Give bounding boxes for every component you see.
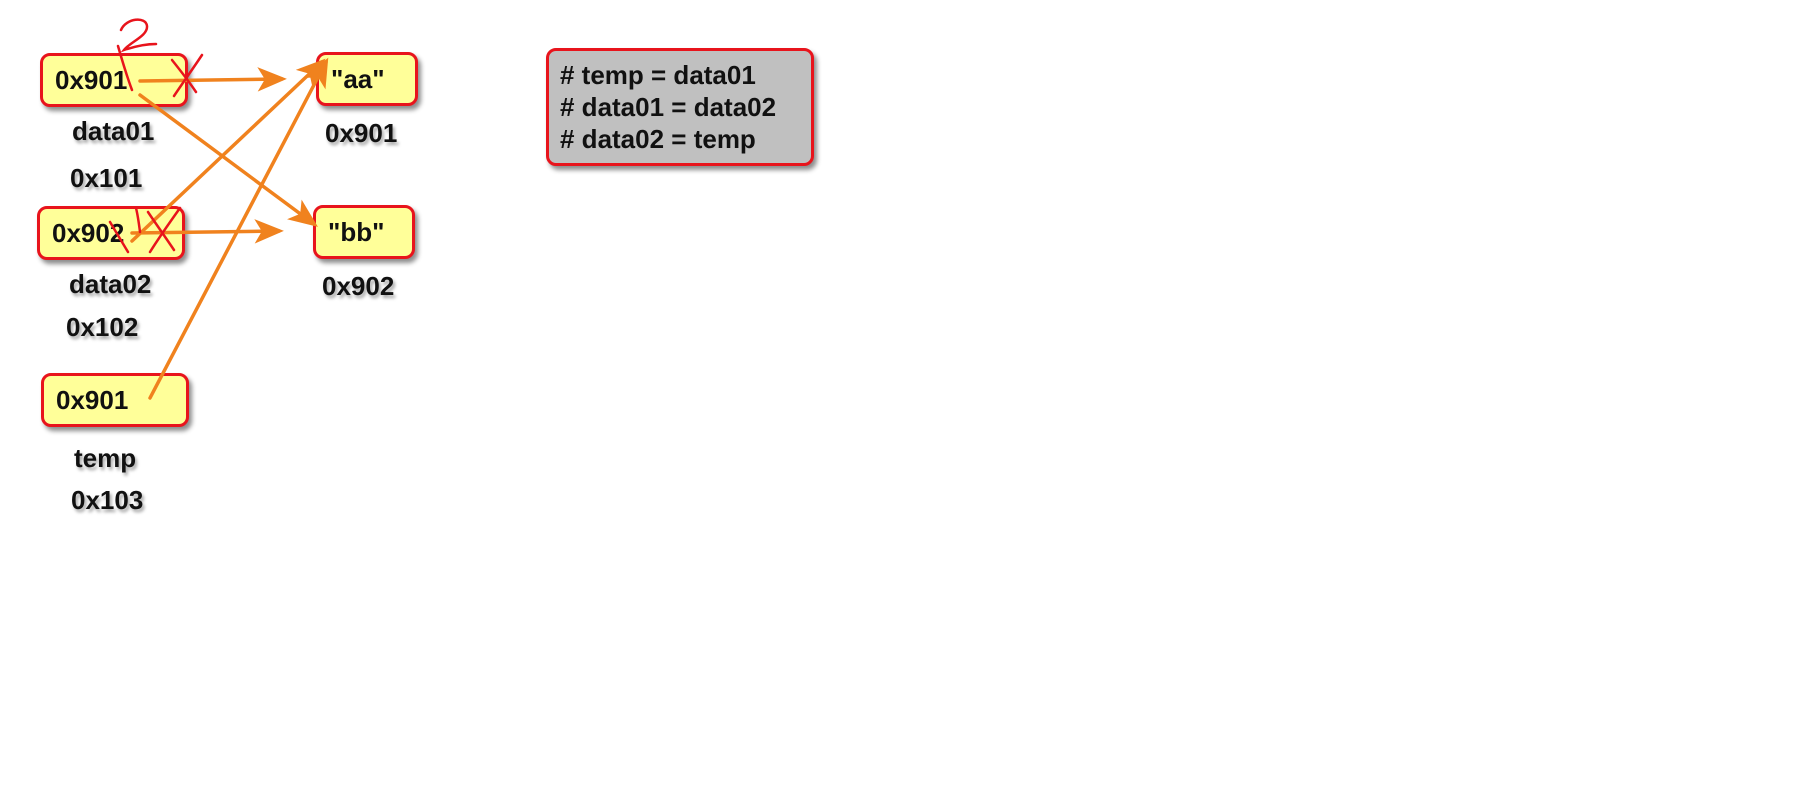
arrow-data01-to-bb [138,93,318,227]
variable-box-data01: 0x901 [40,53,188,107]
variable-value-data01: 0x901 [55,64,128,95]
object-address-aa: 0x901 [325,118,398,148]
variable-box-temp: 0x901 [41,373,189,427]
code-line-3: # data02 = temp [560,124,756,154]
step-number-two [119,18,158,53]
variable-name-data02: data02 [69,269,152,299]
variable-value-data02: 0x902 [52,217,125,248]
object-box-aa: "aa" [316,52,418,106]
code-note-box: # temp = data01 # data01 = data02 # data… [546,48,814,166]
variable-name-temp: temp [74,443,137,473]
object-address-bb: 0x902 [322,271,395,301]
variable-address-data01: 0x101 [70,163,143,193]
code-line-1: # temp = data01 [560,60,756,90]
code-line-2: # data01 = data02 [560,92,777,122]
variable-address-data02: 0x102 [66,312,139,342]
object-value-aa: "aa" [331,63,385,94]
object-box-bb: "bb" [313,205,415,259]
variable-box-data02: 0x902 [37,206,185,260]
variable-name-data01: data01 [72,116,155,146]
object-value-bb: "bb" [328,216,385,247]
variable-address-temp: 0x103 [71,485,144,515]
variable-value-temp: 0x901 [56,384,129,415]
